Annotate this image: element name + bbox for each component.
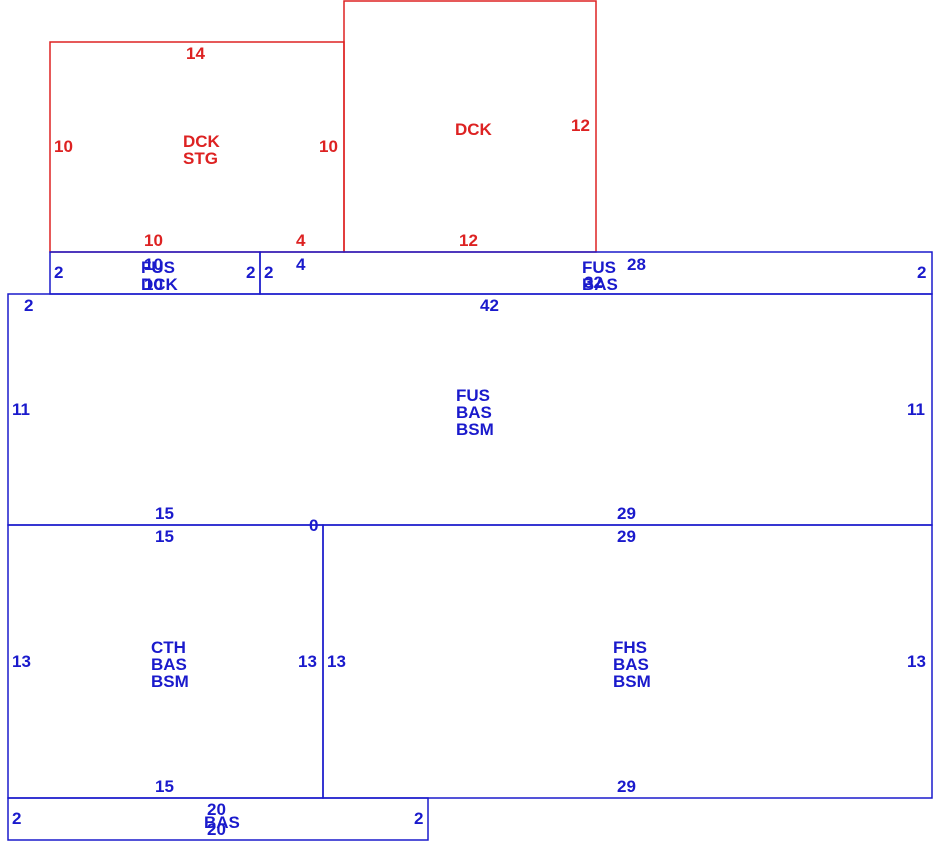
- fus-bas-dim-top: 28: [627, 255, 646, 274]
- deck-stg-label-2: STG: [183, 149, 218, 168]
- deck-stg-dim-bottom: 10: [144, 231, 163, 250]
- fhs-label-1: FHS: [613, 638, 647, 657]
- cth-label-2: BAS: [151, 655, 187, 674]
- deck-stg-dim-top: 14: [186, 44, 205, 63]
- main-label-2: BAS: [456, 403, 492, 422]
- bas-strip-dim-bottom: 20: [207, 820, 226, 839]
- cth-label-3: BSM: [151, 672, 189, 691]
- fhs-label-3: BSM: [613, 672, 651, 691]
- fhs-area-outline: [322, 524, 933, 799]
- main-dim-top: 42: [480, 296, 499, 315]
- fus-dck-label-2: DCK: [141, 275, 179, 294]
- deck-stg-label-1: DCK: [183, 132, 221, 151]
- fhs-dim-right: 13: [907, 652, 926, 671]
- main-label-3: BSM: [456, 420, 494, 439]
- main-dim-bottom-left: 15: [155, 504, 174, 523]
- step-dim-below: 4: [296, 255, 306, 274]
- fhs-label-2: BAS: [613, 655, 649, 674]
- deck-main-dim-right: 12: [571, 116, 590, 135]
- bas-strip-label: BAS: [204, 813, 240, 832]
- bas-strip-outline: [7, 797, 429, 841]
- fhs-dim-top: 29: [617, 527, 636, 546]
- main-dim-topleft: 2: [24, 296, 33, 315]
- cth-dim-left: 13: [12, 652, 31, 671]
- deck-main-label: DCK: [455, 120, 493, 139]
- deck-main-dim-bottom: 12: [459, 231, 478, 250]
- fhs-dim-bottom: 29: [617, 777, 636, 796]
- step-dim-above: 4: [296, 231, 306, 250]
- cth-dim-top: 15: [155, 527, 174, 546]
- fus-bas-dim-right: 2: [917, 263, 926, 282]
- fus-bas-label-2: BAS: [582, 275, 618, 294]
- deck-stg-dim-left: 10: [54, 137, 73, 156]
- main-label-1: FUS: [456, 386, 490, 405]
- cth-dim-bottom: 15: [155, 777, 174, 796]
- fus-bas-dim-left: 2: [264, 263, 273, 282]
- bas-strip-dim-top: 20: [207, 800, 226, 819]
- main-dim-right: 11: [907, 400, 925, 419]
- zero-marker: 0: [309, 516, 318, 535]
- fus-dck-label-1: FUS: [141, 258, 175, 277]
- fus-dck-dim-top: 10: [144, 255, 163, 274]
- fus-bas-dim-mid: 32: [584, 273, 603, 292]
- bas-strip-dim-left: 2: [12, 809, 21, 828]
- cth-label-1: CTH: [151, 638, 186, 657]
- cth-dim-right: 13: [298, 652, 317, 671]
- fhs-dim-left: 13: [327, 652, 346, 671]
- fus-dck-dim-right: 2: [246, 263, 255, 282]
- deck-stg-dim-right: 10: [319, 137, 338, 156]
- fus-bas-label-1: FUS: [582, 258, 616, 277]
- main-dim-left: 11: [12, 400, 30, 419]
- fus-dck-dim-left: 2: [54, 263, 63, 282]
- bas-strip-dim-right: 2: [414, 809, 423, 828]
- fus-dck-dim-bottom: 10: [144, 275, 163, 294]
- main-dim-bottom-right: 29: [617, 504, 636, 523]
